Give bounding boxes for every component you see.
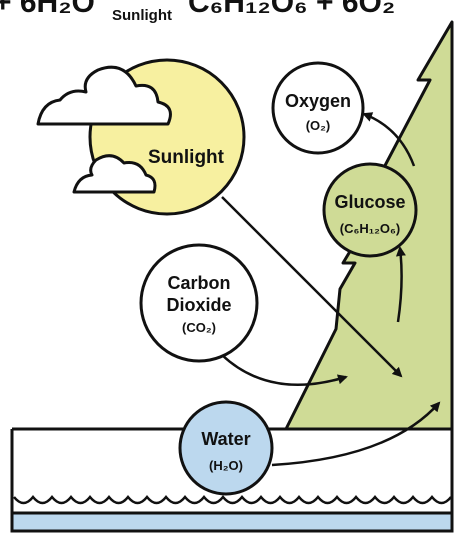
glucose-formula: (C₆H₁₂O₆) <box>340 221 401 236</box>
water-circle <box>178 400 274 496</box>
oxygen-circle <box>271 61 365 155</box>
carbon-dioxide-formula: (CO₂) <box>182 320 216 335</box>
sunlight-label: Sunlight <box>148 147 225 168</box>
water-body <box>10 494 454 533</box>
equation-right: C₆H₁₂O₆ + 6O₂ <box>188 0 395 19</box>
glucose-circle <box>322 162 418 258</box>
carbon-dioxide-label-2: Dioxide <box>166 295 231 315</box>
water-arrow <box>271 401 441 467</box>
co2-arrow <box>221 354 348 387</box>
glucose-label: Glucose <box>334 192 405 212</box>
oxygen-formula: (O₂) <box>306 118 331 133</box>
water-formula: (H₂O) <box>209 458 243 473</box>
carbon-dioxide-circle <box>139 243 259 363</box>
water-label: Water <box>201 429 250 449</box>
equation-header: + 6H₂O Sunlight C₆H₁₂O₆ + 6O₂ <box>0 0 395 24</box>
sunlight-arrow <box>221 196 403 378</box>
oxygen-label: Oxygen <box>285 91 351 111</box>
water-band <box>10 511 454 533</box>
cloud-large <box>36 65 172 126</box>
oxygen-arrow <box>362 112 416 167</box>
carbon-dioxide-label-1: Carbon <box>168 273 231 293</box>
equation-over-arrow: Sunlight <box>112 7 172 24</box>
cloud-small <box>72 154 157 194</box>
glucose-up-arrow <box>395 246 406 323</box>
equation-left: + 6H₂O <box>0 0 95 19</box>
water-waves <box>13 494 452 505</box>
